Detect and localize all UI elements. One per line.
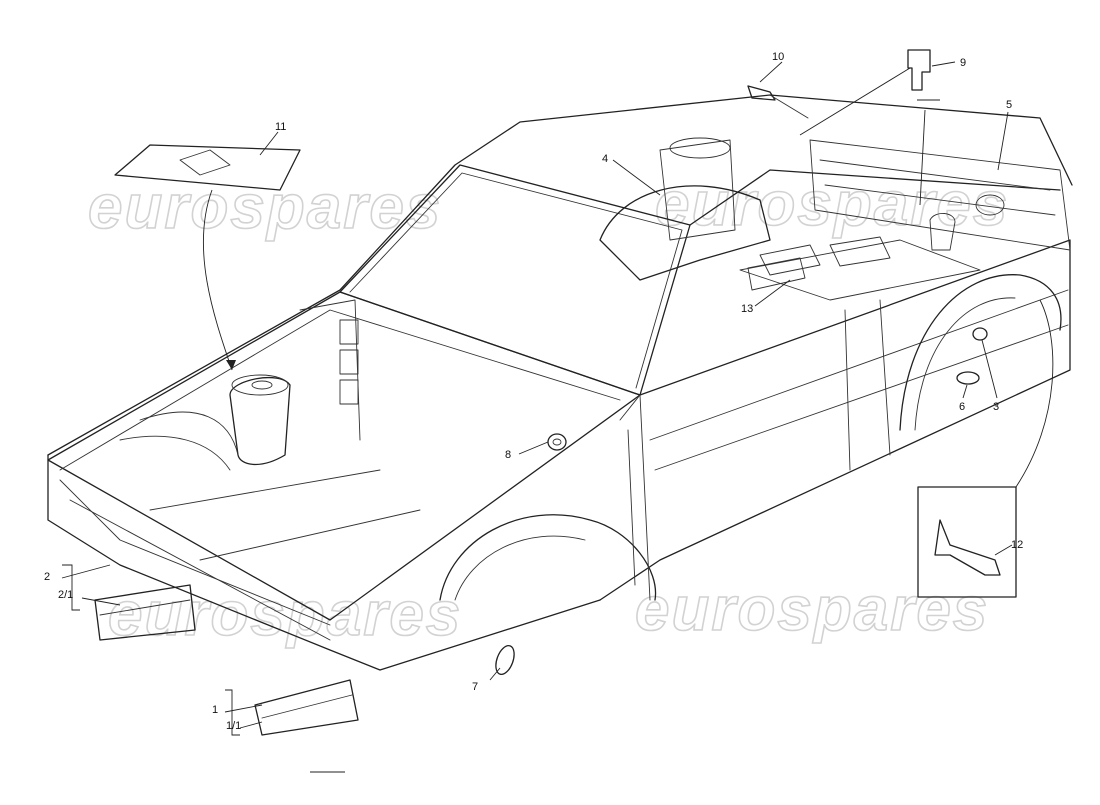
watermark-top-right: eurospares <box>655 170 1009 239</box>
watermark-top: eurospares <box>88 173 442 242</box>
callout-3: 3 <box>993 401 999 413</box>
part-12-clip <box>934 519 1001 576</box>
part-12-inset-box <box>917 486 1017 598</box>
callout-8: 8 <box>505 449 511 461</box>
callout-4: 4 <box>602 153 608 165</box>
small-parts <box>114 49 1017 676</box>
part-3-grommet <box>972 327 988 341</box>
front-strut-tower <box>119 299 421 561</box>
rear-inner-parts <box>599 137 1071 301</box>
callout-1-1: 1/1 <box>226 720 241 732</box>
part-7-plug <box>495 644 515 676</box>
part-11-panel <box>114 144 301 191</box>
callout-9: 9 <box>960 57 966 69</box>
callout-1: 1 <box>212 704 218 716</box>
callout-10: 10 <box>772 51 784 63</box>
callout-5: 5 <box>1006 99 1012 111</box>
callout-2-1: 2/1 <box>58 589 73 601</box>
callout-6: 6 <box>959 401 965 413</box>
part-9-bracket <box>907 49 931 91</box>
watermark-bottom-right: eurospares <box>635 575 989 644</box>
leader-lines <box>61 61 1054 773</box>
callout-7: 7 <box>472 681 478 693</box>
front-crossmember <box>94 584 359 736</box>
part-10-clip <box>747 85 776 101</box>
watermark-bottom-left: eurospares <box>108 580 462 649</box>
callouts: 1 1/1 2 2/1 3 4 5 6 7 8 9 10 11 12 13 <box>44 51 1023 732</box>
part-6-plug <box>956 371 980 385</box>
callout-13: 13 <box>741 303 753 315</box>
callout-12: 12 <box>1011 539 1023 551</box>
callout-2: 2 <box>44 571 50 583</box>
callout-11: 11 <box>275 121 286 133</box>
part-8-grommet <box>547 433 567 451</box>
